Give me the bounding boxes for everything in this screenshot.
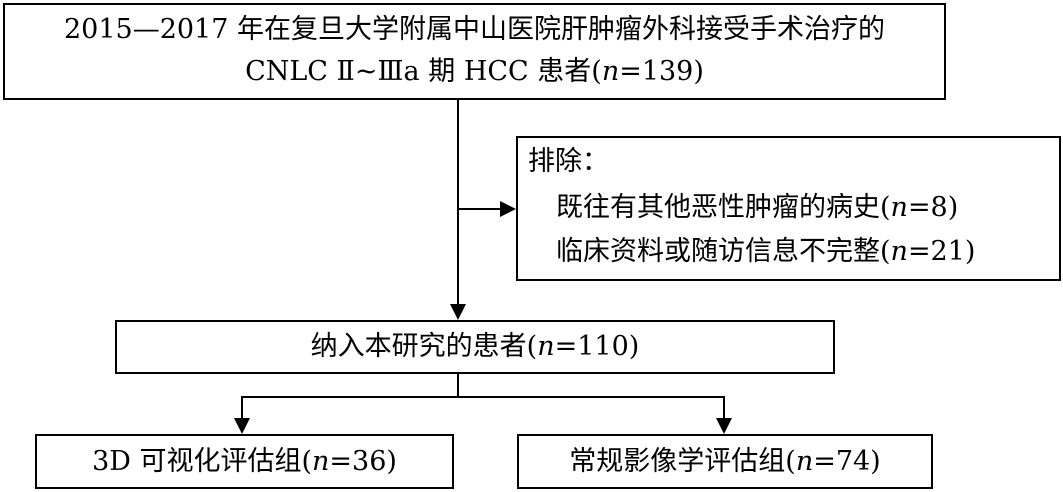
group-3d-suffix: =36) xyxy=(329,446,397,477)
group-conventional-suffix: =74) xyxy=(813,446,881,477)
exclusion-item: 临床资料或随访信息不完整(n=21) xyxy=(556,234,975,270)
group-3d-n-symbol: n xyxy=(312,446,330,477)
exclusion-item-n-symbol: n xyxy=(890,192,908,223)
arrow-to-included xyxy=(450,304,466,320)
group-conventional-n-symbol: n xyxy=(795,446,814,477)
exclusion-item: 既往有其他恶性肿瘤的病史(n=8) xyxy=(556,190,958,226)
right-branch-connector xyxy=(723,396,725,418)
exclusion-box: 排除： 既往有其他恶性肿瘤的病史(n=8) 临床资料或随访信息不完整(n=21) xyxy=(516,136,1061,281)
source-patients-box: 2015—2017 年在复旦大学附属中山医院肝肿瘤外科接受手术治疗的 CNLC … xyxy=(3,3,946,100)
group-conventional-prefix: 常规影像学评估组( xyxy=(569,446,796,477)
source-line-2-prefix: CNLC Ⅱ~Ⅲa 期 HCC 患者( xyxy=(245,56,602,87)
source-line-2-suffix: =139) xyxy=(619,56,704,87)
exclusion-item-suffix: =8) xyxy=(907,192,959,223)
arrow-to-3d-group xyxy=(234,418,250,434)
split-connector-vertical xyxy=(457,374,459,397)
arrow-to-exclusion xyxy=(500,201,516,217)
group-conventional-imaging-box: 常规影像学评估组(n=74) xyxy=(517,434,933,489)
exclusion-item-prefix: 临床资料或随访信息不完整( xyxy=(556,236,891,267)
included-line: 纳入本研究的患者(n=110) xyxy=(117,329,833,365)
split-connector-horizontal xyxy=(241,396,725,398)
group-3d-visualization-box: 3D 可视化评估组(n=36) xyxy=(35,434,454,489)
group-3d-prefix: 3D 可视化评估组( xyxy=(92,446,313,477)
source-line-1: 2015—2017 年在复旦大学附属中山医院肝肿瘤外科接受手术治疗的 xyxy=(5,12,944,48)
included-n-symbol: n xyxy=(537,331,555,362)
group-3d-label: 3D 可视化评估组(n=36) xyxy=(37,444,452,480)
included-patients-box: 纳入本研究的患者(n=110) xyxy=(115,320,835,374)
exclusion-title-text: 排除： xyxy=(528,146,609,177)
exclusion-item-prefix: 既往有其他恶性肿瘤的病史( xyxy=(556,192,891,223)
exclusion-item-suffix: =21) xyxy=(907,236,976,267)
exclusion-connector xyxy=(458,208,504,210)
exclusion-item-n-symbol: n xyxy=(890,236,908,267)
source-line-2: CNLC Ⅱ~Ⅲa 期 HCC 患者(n=139) xyxy=(5,54,944,90)
source-line-1-text: 2015—2017 年在复旦大学附属中山医院肝肿瘤外科接受手术治疗的 xyxy=(63,14,885,45)
included-suffix: =110) xyxy=(554,331,640,362)
included-prefix: 纳入本研究的患者( xyxy=(310,331,538,362)
arrow-to-conventional-group xyxy=(716,418,732,434)
main-connector-vertical xyxy=(457,100,459,310)
source-n-symbol: n xyxy=(601,56,620,87)
group-conventional-label: 常规影像学评估组(n=74) xyxy=(519,444,931,480)
left-branch-connector xyxy=(241,396,243,418)
exclusion-title: 排除： xyxy=(528,144,609,180)
